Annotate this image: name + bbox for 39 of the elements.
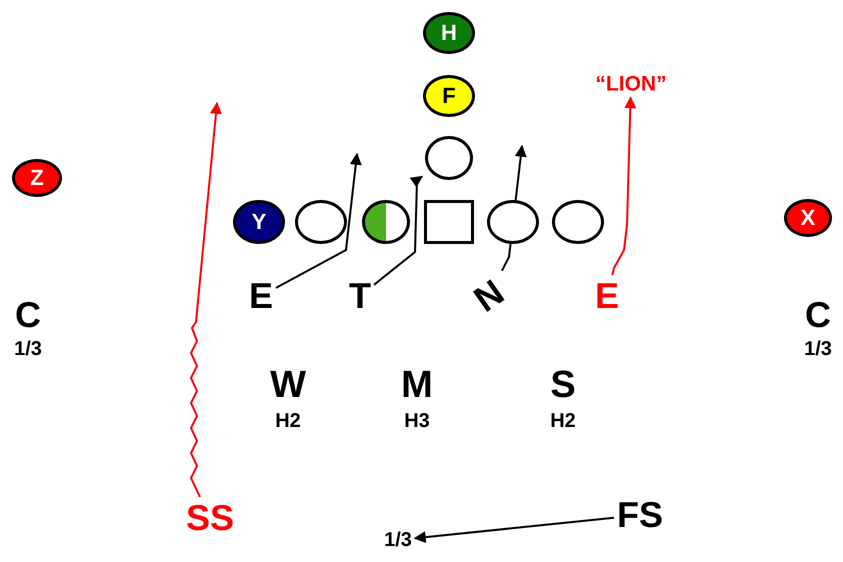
position-letter: F: [442, 85, 456, 107]
zone-label: 1/3: [14, 339, 42, 360]
position-label: SS: [186, 500, 234, 536]
player-circle: [487, 200, 539, 244]
position-label: “LION”: [595, 74, 667, 94]
center-square: [424, 200, 474, 244]
player-circle: [784, 199, 832, 237]
position-letter: Z: [30, 167, 44, 189]
zone-label: H3: [404, 411, 430, 432]
position-label: T: [349, 278, 371, 314]
position-letter: X: [800, 207, 816, 229]
position-label: 1/3: [384, 530, 412, 550]
player-circle: [362, 200, 410, 244]
player-circle: [552, 200, 604, 244]
position-label: M: [401, 366, 433, 404]
position-label: C: [15, 297, 41, 333]
arrow: [190, 102, 222, 498]
position-label: N: [468, 274, 510, 318]
player-circle: [423, 12, 475, 54]
zone-label: 1/3: [804, 339, 832, 360]
position-label: C: [805, 297, 831, 333]
position-letter: H: [441, 22, 457, 44]
arrow: [611, 96, 636, 276]
position-label: E: [249, 278, 273, 314]
player-circle: [295, 200, 347, 244]
zone-label: H2: [550, 411, 576, 432]
position-label: FS: [617, 497, 663, 533]
arrow: [276, 152, 362, 289]
arrow: [414, 516, 614, 544]
position-label: E: [595, 278, 619, 314]
player-circle: [12, 159, 62, 197]
player-circle: [425, 136, 473, 180]
position-label: S: [550, 366, 576, 404]
position-label: W: [270, 366, 306, 404]
arrow: [373, 176, 423, 286]
player-circle: [423, 75, 475, 117]
position-letter: Y: [252, 211, 266, 233]
player-circle: [233, 200, 285, 244]
zone-label: H2: [275, 411, 301, 432]
